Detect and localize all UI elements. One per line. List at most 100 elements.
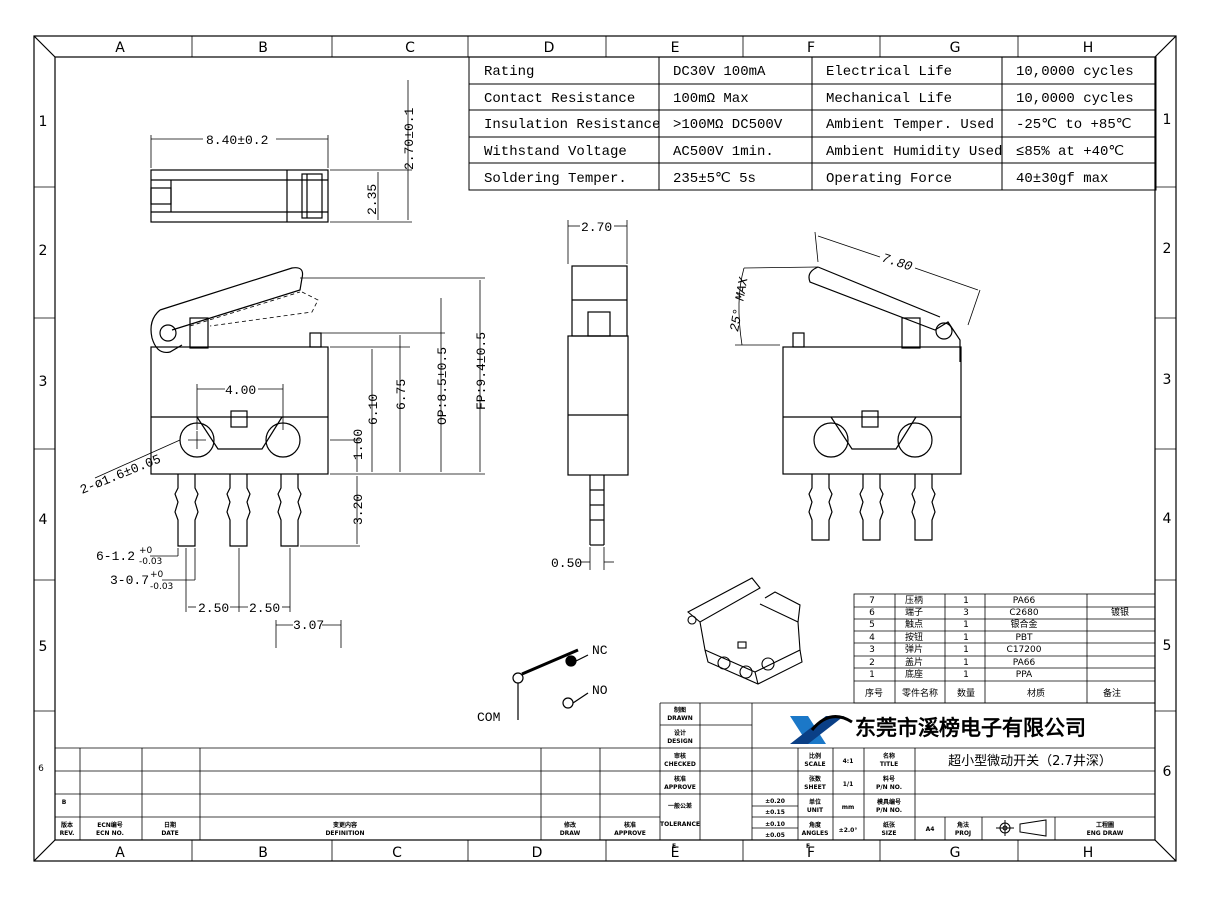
tol-value: ±0.10 [765, 821, 785, 828]
spec-value: 10,0000 cycles [1016, 64, 1134, 80]
unit-label: 单位 [809, 798, 821, 806]
col-label: F [807, 845, 815, 861]
scale-label-en: SCALE [804, 761, 825, 768]
spec-value: AC500V 1min. [673, 144, 774, 160]
dim-pin-thick-tol-top: +0 [150, 570, 164, 580]
rev-approve-label-en: APPROVE [614, 830, 646, 837]
dim-holes: 2-ø1.6±0.05 [78, 452, 163, 498]
scale-label: 比例 [809, 752, 821, 760]
dim-pitch: 4.00 [225, 383, 256, 398]
bom-mat: 银合金 [1010, 618, 1037, 630]
bom-qty: 1 [963, 670, 969, 680]
spec-key: Electrical Life [826, 64, 952, 80]
bom-no: 1 [869, 670, 875, 680]
spec-table: Rating DC30V 100mA Electrical Life 10,00… [468, 56, 1157, 191]
row-label: 3 [39, 374, 48, 390]
drawing-title: 超小型微动开关（2.7井深） [948, 754, 1112, 769]
definition-label-en: DEFINITION [325, 830, 364, 837]
rev-label: 版本 [60, 821, 74, 829]
bom-name: 盖片 [905, 656, 923, 668]
f-mark: F [806, 843, 810, 850]
bom-mat: PBT [1015, 633, 1033, 643]
outer-frame [33, 35, 1177, 862]
tol-label-en: TOLERANCE [660, 821, 700, 828]
bom-header: 序号 [865, 687, 883, 699]
bom-name: 端子 [905, 606, 923, 618]
dim-top-height-2: 2.35 [365, 184, 380, 215]
bom-header: 数量 [957, 687, 975, 699]
pn-label: 料号 [883, 775, 895, 783]
dim-lever-angle: 25° MAX [727, 275, 751, 333]
bom-header: 材质 [1027, 687, 1045, 699]
col-label: A [115, 40, 125, 56]
dim-op: OP:8.5±0.5 [435, 347, 450, 425]
col-label: B [258, 40, 268, 56]
size-label: 纸张 [883, 821, 896, 829]
col-label: H [1083, 40, 1094, 56]
dim-side-pin: 0.50 [551, 556, 582, 571]
bom-header: 备注 [1103, 687, 1121, 699]
dim-1-60: 1.60 [351, 429, 366, 460]
bom-no: 6 [869, 608, 875, 618]
row-label: 1 [39, 114, 48, 130]
spec-value: 100mΩ Max [673, 91, 749, 107]
sheet-label-en: SHEET [804, 784, 827, 791]
row-label: 5 [39, 639, 48, 655]
date-label: 日期 [164, 821, 176, 829]
spec-value: -25℃ to +85℃ [1016, 117, 1131, 133]
spec-value: 10,0000 cycles [1016, 91, 1134, 107]
col-label: B [258, 845, 268, 861]
tol-label: 一般公差 [668, 802, 692, 810]
title-label-en: TITLE [880, 761, 898, 768]
design-label-en: DESIGN [667, 738, 693, 745]
col-label: E [671, 845, 680, 861]
nc-label: NC [592, 643, 608, 658]
drawn-label: 制图 [674, 706, 686, 714]
row-label: 4 [39, 512, 48, 528]
drawn-label-en: DRAWN [667, 715, 693, 722]
com-label: COM [477, 710, 500, 725]
dim-pitch-1: 2.50 [198, 601, 229, 616]
dim-side-width: 2.70 [581, 220, 612, 235]
col-label: G [950, 845, 961, 861]
rev-b: B [62, 799, 67, 806]
proj-label: 角法 [957, 821, 969, 829]
dim-fp: FP:9.4±0.5 [474, 332, 489, 410]
bom-name: 触点 [905, 618, 923, 630]
spec-key: Operating Force [826, 171, 952, 187]
angles-label-en: ANGLES [802, 830, 829, 837]
tol-value: ±0.20 [765, 798, 785, 805]
dim-top-length: 8.40±0.2 [206, 133, 268, 148]
company-name: 东莞市溪榜电子有限公司 [855, 716, 1086, 740]
size-label-en: SIZE [881, 830, 896, 837]
dim-pitch-2: 2.50 [249, 601, 280, 616]
col-label: G [950, 40, 961, 56]
proj-label-en: PROJ [955, 830, 971, 837]
bom-qty: 1 [963, 596, 969, 606]
dim-pin-thick: 3-0.7 [110, 573, 149, 588]
definition-label: 变更内容 [333, 821, 357, 829]
eng-label-en: ENG DRAW [1087, 830, 1124, 837]
spec-value: 40±30gf max [1016, 171, 1108, 187]
circuit-symbol [512, 648, 589, 720]
pn-label-en: P/N NO. [876, 784, 902, 791]
company-logo-icon [790, 715, 853, 744]
spec-key: Soldering Temper. [484, 171, 627, 187]
row-label: 1 [1163, 112, 1172, 128]
side-view [567, 220, 629, 570]
col-label: F [807, 40, 815, 56]
bom-qty: 3 [963, 608, 969, 618]
bom-qty: 1 [963, 645, 969, 655]
size-value: A4 [926, 826, 935, 833]
spec-key: Rating [484, 64, 534, 80]
col-label: D [544, 40, 555, 56]
eng-label: 工程圖 [1096, 821, 1114, 829]
col-label: C [392, 845, 402, 861]
dim-pin-thick-tol-bot: -0.03 [150, 582, 173, 592]
date-label-en: DATE [161, 830, 178, 837]
bom-no: 7 [869, 596, 875, 606]
unit-value: mm [842, 804, 855, 811]
bom-no: 2 [869, 658, 875, 668]
bom-no: 3 [869, 645, 875, 655]
